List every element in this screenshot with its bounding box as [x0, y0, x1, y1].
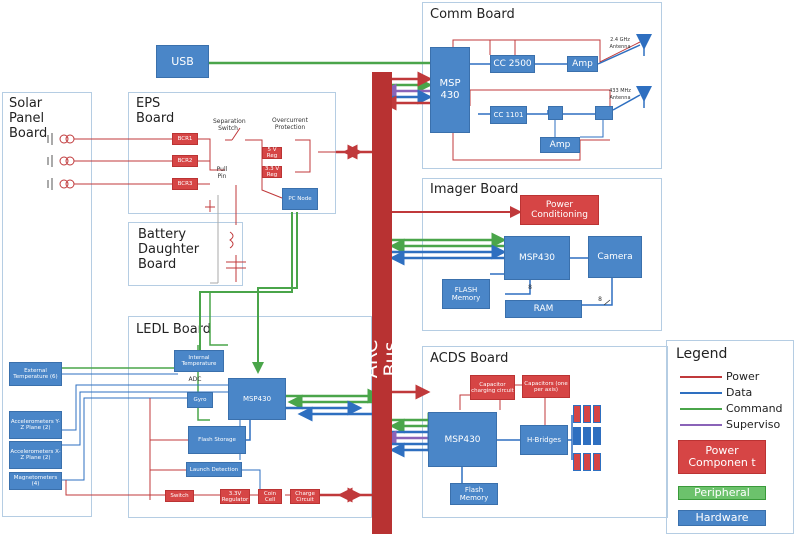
- battery-daughter-board: [128, 222, 243, 286]
- coil-bar: [573, 427, 581, 445]
- bus-width-label-2: 8: [598, 296, 602, 303]
- battery-title-line2: Daughter: [138, 242, 200, 257]
- bus-width-label-1: 8: [528, 284, 532, 291]
- eps-title-line2: Board: [136, 111, 175, 126]
- imager-msp430-block: MSP430: [504, 236, 570, 280]
- coil-bar: [593, 427, 601, 445]
- mixer-1-block: [548, 106, 563, 120]
- hbridges-block: H-Bridges: [520, 425, 568, 455]
- bcr3-block: BCR3: [172, 178, 198, 190]
- arc-bus-label-line1: ARC: [361, 339, 382, 379]
- arc-bus-label-line2: Bus: [380, 341, 402, 377]
- legend-title: Legend: [676, 346, 728, 362]
- solar-cell-1-icon: [47, 133, 75, 145]
- acds-flash-memory-block: Flash Memory: [450, 483, 498, 505]
- overcurrent-label: Overcurrent Protection: [272, 117, 308, 131]
- eps-title-line1: EPS: [136, 96, 161, 111]
- imager-title: Imager Board: [430, 182, 519, 197]
- coil-bar: [573, 405, 581, 423]
- solar-title-line2: Panel: [9, 111, 45, 126]
- mixer-2-block: [595, 106, 613, 120]
- legend-data-label: Data: [726, 386, 753, 399]
- coil-bar: [593, 453, 601, 471]
- antenna-2-4ghz-icon: [636, 34, 652, 56]
- battery-title: Battery Daughter Board: [138, 227, 199, 272]
- battery-title-line3: Board: [138, 257, 177, 272]
- comm-msp430-line1: MSP: [439, 78, 461, 89]
- imager-flash-memory-block: FLASH Memory: [442, 279, 490, 309]
- accelerometers-xz-block: Accelerometers X-Z Plane (2): [9, 441, 62, 469]
- acds-msp430-block: MSP430: [428, 412, 497, 467]
- antenna-433mhz-label: 433 MHz Antenna: [609, 88, 631, 101]
- usb-block: USB: [156, 45, 209, 78]
- comm-msp430-block: MSP 430: [430, 47, 470, 133]
- charge-circuit-block: Charge Circuit: [290, 489, 320, 504]
- power-conditioning-block: Power Conditioning: [520, 195, 599, 225]
- pull-pin-label: Pull Pin: [216, 166, 228, 180]
- amp-2-block: Amp: [540, 137, 580, 153]
- bcr2-block: BCR2: [172, 155, 198, 167]
- ledl-title: LEDL Board: [136, 322, 212, 337]
- ledl-msp430-block: MSP430: [228, 378, 286, 420]
- legend-command-label: Command: [726, 402, 783, 415]
- legend-power-component: Power Componen t: [678, 440, 766, 474]
- eps-title: EPS Board: [136, 96, 174, 126]
- ram-block: RAM: [505, 300, 582, 318]
- legend-peripheral: Peripheral: [678, 486, 766, 500]
- legend-panel: [666, 340, 794, 534]
- bcr1-block: BCR1: [172, 133, 198, 145]
- coil-bar: [583, 453, 591, 471]
- battery-title-line1: Battery: [138, 227, 187, 242]
- antenna-2-4ghz-label: 2.4 GHz Antenna: [609, 37, 631, 50]
- solar-cell-3-icon: [47, 178, 75, 190]
- 3-3v-regulator-ledl: 3.3V Regulator: [220, 489, 250, 504]
- gyro-block: Gyro: [187, 392, 213, 408]
- antenna-433mhz-icon: [636, 86, 652, 108]
- external-temperature-block: External Temperature (6): [9, 362, 62, 386]
- coil-bar: [583, 405, 591, 423]
- launch-detection-block: Launch Detection: [186, 462, 242, 477]
- cc2500-block: CC 2500: [490, 55, 535, 73]
- legend-power-label: Power: [726, 370, 760, 383]
- comm-title: Comm Board: [430, 7, 515, 22]
- eps-board: [128, 92, 336, 214]
- magnetometers-block: Magnetometers (4): [9, 472, 62, 490]
- coil-bar: [573, 453, 581, 471]
- legend-supervisor-label: Superviso: [726, 418, 781, 431]
- solar-panel-title: Solar Panel Board: [9, 96, 47, 141]
- amp-1-block: Amp: [567, 56, 598, 72]
- pc-node-block: PC Node: [282, 188, 318, 210]
- coil-bar: [593, 405, 601, 423]
- solar-title-line1: Solar: [9, 96, 43, 111]
- internal-temperature-block: Internal Temperature: [174, 350, 224, 372]
- coin-cell-block: Coin Cell: [258, 489, 282, 504]
- 3-3v-regulator: 3.3 V Reg: [262, 166, 282, 178]
- cc1101-block: CC 1101: [490, 106, 527, 124]
- switch-block: Switch: [165, 490, 194, 502]
- comm-msp430-line2: 430: [440, 90, 460, 101]
- capacitor-charging-block: Capacitor charging circuit: [470, 375, 515, 400]
- solar-cell-2-icon: [47, 155, 75, 167]
- flash-storage-block: Flash Storage: [188, 426, 246, 454]
- solar-title-line3: Board: [9, 126, 48, 141]
- solar-panel-board: [2, 92, 92, 517]
- imager-board: [422, 178, 662, 331]
- acds-title: ACDS Board: [430, 351, 509, 366]
- legend-hardware: Hardware: [678, 510, 766, 526]
- separation-switch-label: Separation Switch: [213, 118, 246, 132]
- capacitors-block: Capacitors (one per axis): [522, 375, 570, 398]
- adc-label: ADC: [188, 376, 202, 383]
- arc-bus-label: ARC Bus: [361, 323, 403, 395]
- 5v-regulator: 5 V Reg: [262, 147, 282, 159]
- coil-bar: [583, 427, 591, 445]
- ledl-board: [128, 316, 372, 518]
- arc-bus: [372, 72, 392, 534]
- camera-block: Camera: [588, 236, 642, 278]
- accelerometers-yz-block: Accelerometers Y-Z Plane (2): [9, 411, 62, 439]
- torque-coil-bars: [573, 405, 605, 475]
